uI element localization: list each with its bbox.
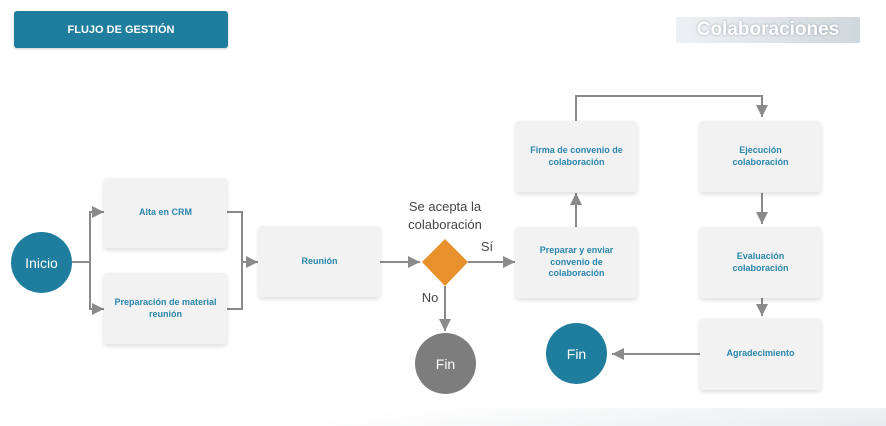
- decision-no-label: No: [421, 290, 439, 305]
- reunion-label: Reunión: [301, 255, 338, 266]
- preparacion-node: Preparación de material reunión: [104, 273, 227, 344]
- decision-diamond: [422, 239, 468, 286]
- preparacion-label: Preparación de material reunión: [114, 296, 217, 319]
- start-node: Inicio: [11, 232, 72, 293]
- fin-end-label: Fin: [566, 345, 587, 362]
- connector-inicio-preparacion: [89, 262, 104, 315]
- connector-preparacion-merge: [227, 262, 243, 310]
- agradecimiento-label: Agradecimiento: [726, 348, 795, 359]
- ejecucion-label: Ejecución colaboración: [732, 144, 789, 167]
- connector-firma-ejecucion: [575, 95, 768, 121]
- firma-label: Firma de convenio de colaboración: [530, 144, 623, 167]
- flujo-gestion-button[interactable]: FLUJO DE GESTIÓN: [14, 11, 228, 48]
- fin-rejected-label: Fin: [435, 355, 456, 372]
- preparar-enviar-label: Preparar y enviar convenio de colaboraci…: [539, 244, 614, 279]
- decision-yes-label: Sí: [480, 239, 494, 254]
- reunion-node: Reunión: [259, 226, 380, 297]
- evaluacion-label: Evaluación colaboración: [732, 250, 789, 273]
- preparar-enviar-node: Preparar y enviar convenio de colaboraci…: [516, 227, 637, 298]
- footer-band: [0, 408, 886, 426]
- fin-rejected-node: Fin: [415, 333, 476, 394]
- firma-node: Firma de convenio de colaboración: [516, 121, 637, 192]
- connector-alta-merge: [227, 211, 243, 262]
- fin-end-node: Fin: [546, 323, 607, 384]
- agradecimiento-node: Agradecimiento: [700, 318, 821, 390]
- alta-crm-node: Alta en CRM: [104, 178, 227, 248]
- page-title: Colaboraciones: [676, 17, 860, 43]
- decision-question: Se acepta la colaboración: [408, 199, 482, 232]
- ejecucion-node: Ejecución colaboración: [700, 121, 821, 192]
- evaluacion-node: Evaluación colaboración: [700, 227, 821, 298]
- connector-inicio-split: [72, 206, 104, 263]
- alta-crm-label: Alta en CRM: [138, 207, 192, 218]
- start-label: Inicio: [25, 254, 58, 271]
